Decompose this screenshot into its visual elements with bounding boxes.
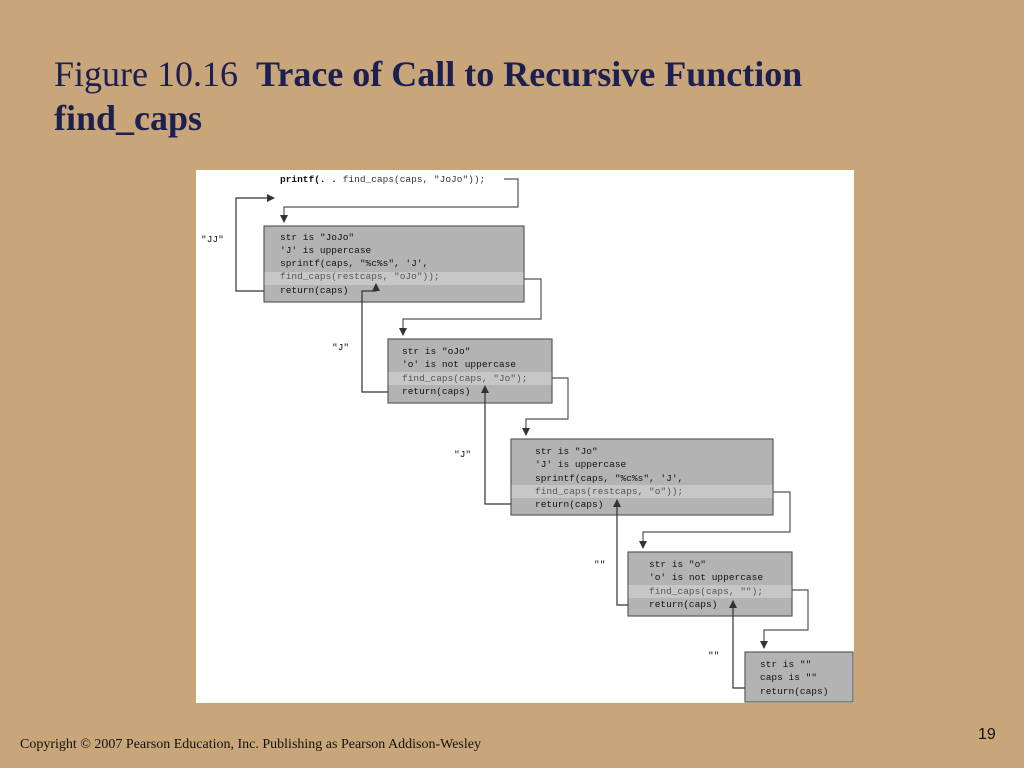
return-arrow-1: [235, 194, 275, 292]
frame-line: sprintf(caps, "%c%s", 'J',: [535, 473, 684, 484]
frame-line: return(caps): [535, 499, 604, 510]
slide-title: Figure 10.16 Trace of Call to Recursive …: [54, 52, 954, 140]
frame-line: caps is "": [760, 672, 818, 683]
page-number: 19: [978, 726, 996, 743]
frame-line: str is "JoJo": [280, 232, 355, 243]
trace-arrows-layer: [235, 178, 854, 703]
frame-line: return(caps): [649, 599, 718, 610]
figure-label: Figure 10.16: [54, 54, 238, 94]
call-arrow-1: [399, 278, 542, 336]
frame-box-1: [263, 225, 525, 303]
call-arrow-4: [760, 589, 809, 649]
frame-box-2-highlight: [388, 372, 552, 385]
return-value-label-3: "J": [454, 449, 472, 460]
return-arrow-3: [481, 385, 511, 505]
call-arrow-3: [639, 491, 791, 549]
return-arrow-5: [729, 600, 745, 689]
frame-box-5: [744, 651, 854, 703]
frame-line: 'J' is uppercase: [535, 459, 627, 470]
frame-line: str is "": [760, 659, 812, 670]
frame-line: str is "o": [649, 559, 707, 570]
figure-caption: Trace of Call to Recursive Function find…: [54, 54, 803, 138]
frame-box-3: [510, 438, 774, 516]
recursion-trace-diagram: printf(. . find_caps(caps, "JoJo")); str…: [196, 170, 854, 703]
frame-line: return(caps): [402, 386, 471, 397]
return-value-label-5: "": [708, 650, 720, 661]
copyright-footer: Copyright © 2007 Pearson Education, Inc.…: [20, 737, 481, 752]
top-level-call: printf(. . find_caps(caps, "JoJo"));: [280, 174, 485, 185]
frame-line: find_caps(restcaps, "oJo"));: [280, 271, 440, 282]
call-arrow-2: [522, 377, 569, 436]
top-call-expression: find_caps(caps, "JoJo"));: [342, 174, 486, 185]
frame-line: find_caps(caps, "Jo");: [402, 373, 528, 384]
frame-line: 'o' is not uppercase: [649, 572, 764, 583]
frame-line: 'J' is uppercase: [280, 245, 372, 256]
return-arrow-4: [613, 499, 628, 606]
frame-line: str is "oJo": [402, 346, 471, 357]
return-value-label-4: "": [594, 559, 606, 570]
top-call-prefix: printf(. .: [280, 174, 343, 185]
frame-box-4-highlight: [628, 585, 792, 598]
frame-box-2: [387, 338, 553, 404]
frame-line: return(caps): [760, 686, 829, 697]
frame-line: 'o' is not uppercase: [402, 359, 517, 370]
return-value-label-2: "J": [332, 342, 350, 353]
return-arrow-2: [361, 283, 388, 393]
frame-line: return(caps): [280, 285, 349, 296]
frame-line: str is "Jo": [535, 446, 598, 457]
call-arrow-0: [280, 178, 519, 223]
frame-line: find_caps(restcaps, "o"));: [535, 486, 684, 497]
frame-box-1-highlight: [264, 272, 524, 285]
frame-box-3-highlight: [511, 485, 773, 498]
frame-line: find_caps(caps, "");: [649, 586, 764, 597]
frame-box-4: [627, 551, 793, 617]
frame-line: sprintf(caps, "%c%s", 'J',: [280, 258, 429, 269]
return-value-label-1: "JJ": [201, 234, 224, 245]
